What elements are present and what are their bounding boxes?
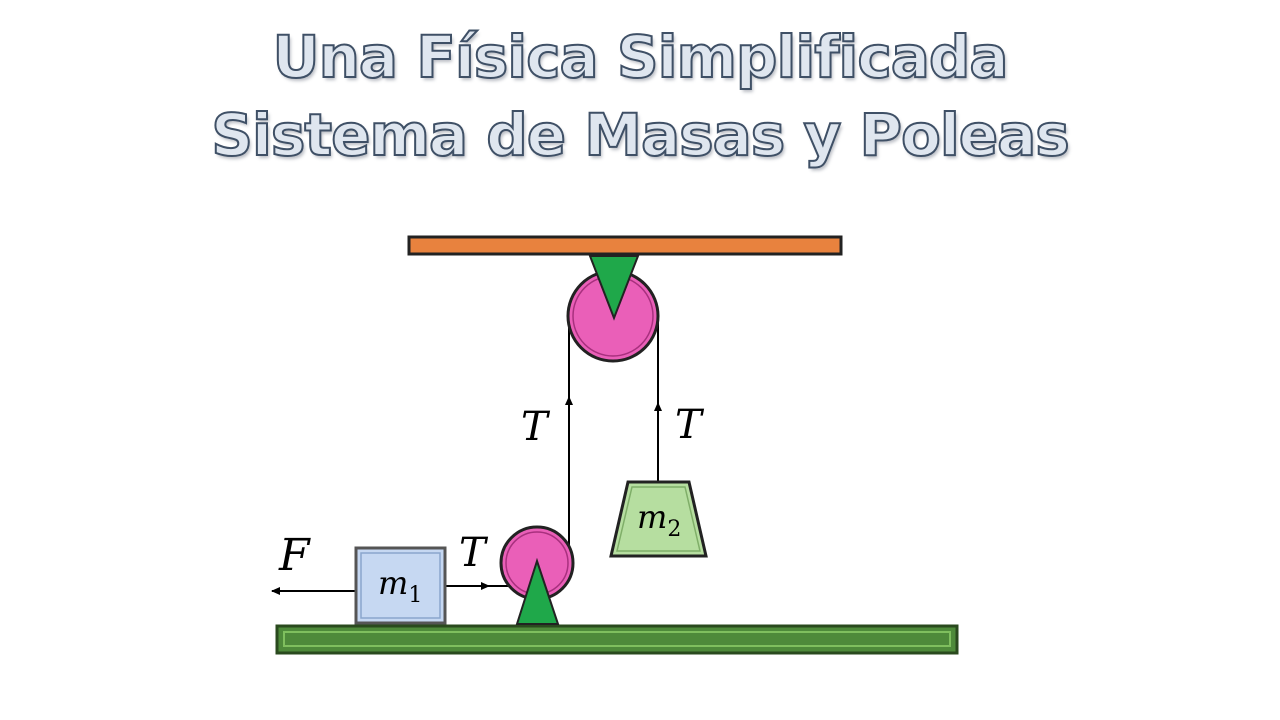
floor-bar [275,624,959,655]
title-line-1: Una Física Simplificada [272,22,1010,92]
tension-label-left: T [521,404,551,450]
mass1-symbol: m [378,564,408,602]
top-pulley-support [588,255,640,321]
force-label: F [278,530,311,581]
tension-label-horizontal: T [459,530,489,576]
mass2-block-inner [616,486,701,552]
mass2-label: m2 [637,498,681,542]
mass1-block-inner [360,552,441,619]
mass1-subscript: 1 [408,583,422,608]
title-block: Una Física Simplificada Sistema de Masas… [0,18,1280,174]
mass2-symbol: m [637,498,667,536]
mass2-block [609,480,708,558]
floor-bar-highlight [283,631,951,647]
tension-label-right: T [675,402,705,448]
mass1-label: m1 [378,564,422,608]
title-line-2: Sistema de Masas y Poleas [210,100,1071,170]
ceiling-bar [407,235,843,256]
mass1-block [354,546,447,625]
mass2-subscript: 2 [667,517,681,542]
bottom-pulley-support [515,557,560,625]
